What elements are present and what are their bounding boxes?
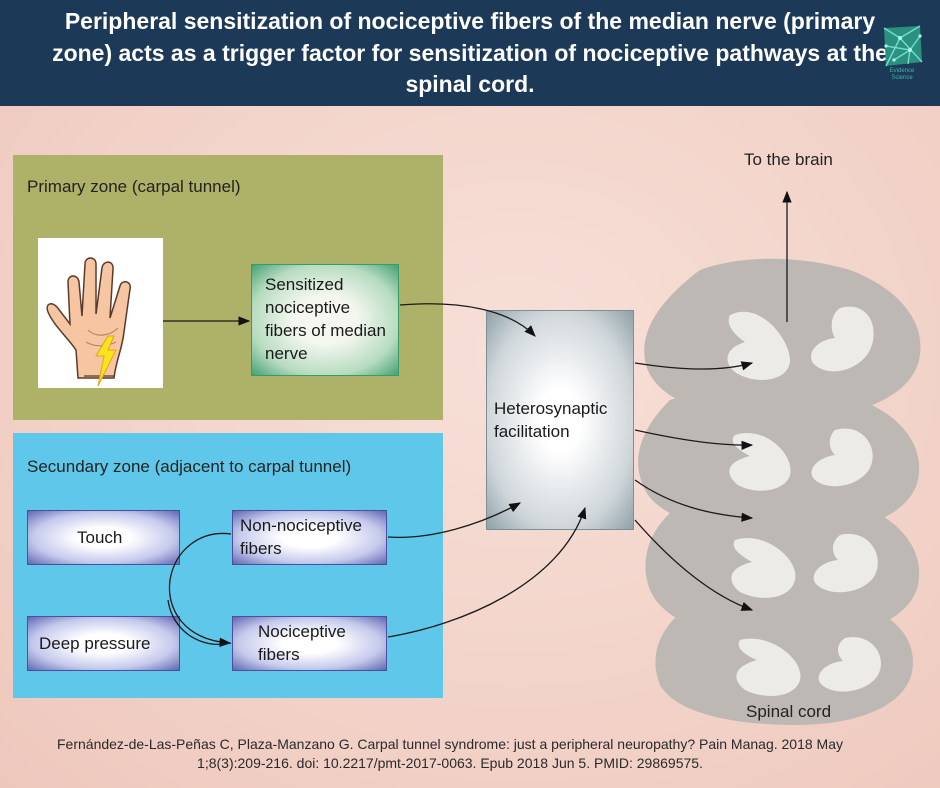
to-brain-label: To the brain [744, 150, 833, 169]
touch-label: Touch [77, 528, 123, 547]
non-nociceptive-box: Non-nociceptive fibers [232, 510, 387, 565]
hand-illustration [38, 238, 163, 388]
logo-text: Evidence Science [889, 68, 915, 81]
network-logo-icon [883, 25, 923, 67]
deep-pressure-label: Deep pressure [39, 634, 151, 653]
heterosynaptic-label: Heterosynaptic facilitation [494, 399, 608, 441]
deep-pressure-box: Deep pressure [27, 616, 180, 671]
header-bar: Peripheral sensitization of nociceptive … [0, 0, 940, 106]
citation-text: Fernández-de-Las-Peñas C, Plaza-Manzano … [57, 736, 843, 771]
heterosynaptic-box: Heterosynaptic facilitation [486, 310, 634, 530]
sensitized-fibers-label: Sensitized nociceptive fibers of median … [265, 275, 386, 363]
hand-icon [46, 257, 131, 387]
arrows [163, 190, 792, 647]
secondary-zone-title: Secundary zone (adjacent to carpal tunne… [27, 457, 352, 476]
nociceptive-box: Nociceptive fibers [232, 616, 387, 671]
page-title: Peripheral sensitization of nociceptive … [52, 8, 888, 97]
non-nociceptive-label: Non-nociceptive fibers [240, 516, 362, 558]
spinal-cord-label: Spinal cord [746, 702, 832, 721]
nociceptive-label: Nociceptive fibers [258, 622, 346, 664]
sensitized-fibers-box: Sensitized nociceptive fibers of median … [251, 264, 399, 376]
touch-box: Touch [27, 510, 180, 565]
primary-zone-title: Primary zone (carpal tunnel) [27, 177, 241, 196]
spinal-cord-segments [638, 258, 921, 725]
